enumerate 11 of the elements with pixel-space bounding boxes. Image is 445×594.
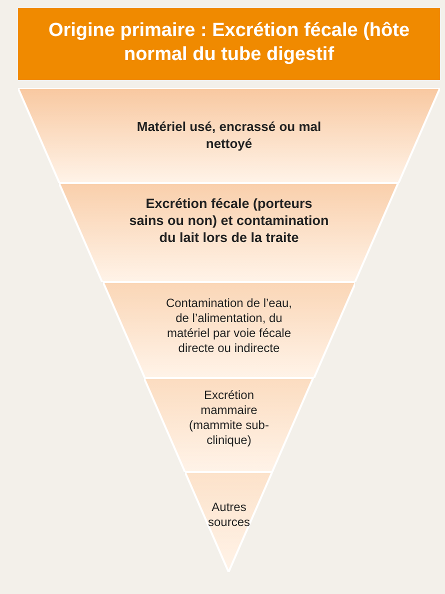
- pyramid-band: [144, 378, 314, 472]
- pyramid-band: [18, 88, 440, 183]
- band-text: Contamination de l’eau, de l’alimentation, du matériel par voie fécale directe ou indirecte: [164, 296, 294, 356]
- pyramid-band: [102, 282, 356, 378]
- band-text: Autres sources: [206, 500, 251, 530]
- pyramid-band: [185, 472, 273, 572]
- title-banner: Origine primaire : Excrétion fécale (hôte normal du tube digestif: [18, 8, 440, 80]
- pyramid-band: [59, 183, 399, 282]
- band-text: Excrétion fécale (porteurs sains ou non) et contamination du lait lors de la traite: [128, 195, 329, 246]
- band-text: Matériel usé, encrassé ou mal nettoyé: [136, 118, 322, 152]
- band-text: Excrétion mammaire (mammite sub-clinique): [188, 388, 270, 448]
